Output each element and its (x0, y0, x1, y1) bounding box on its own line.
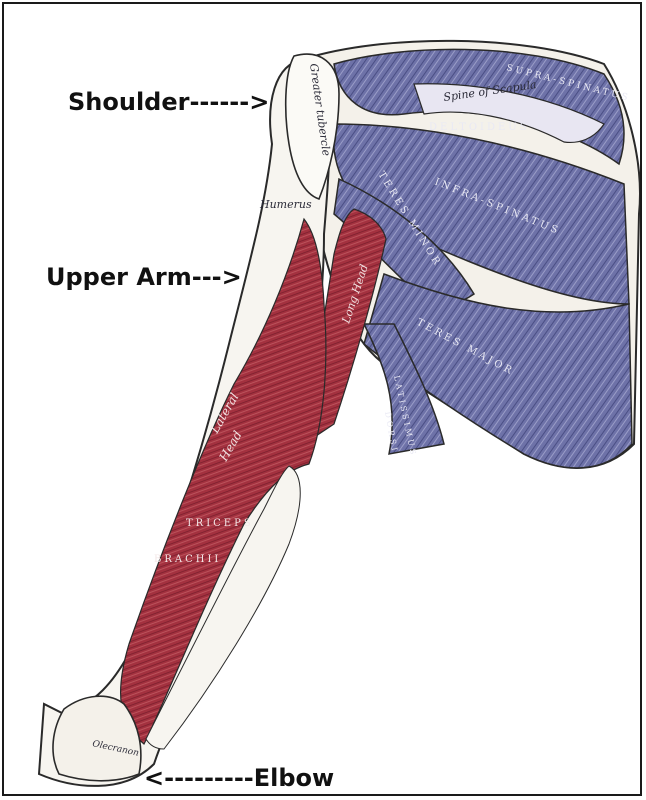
arm-anatomy-illustration: Greater tubercle Humerus Spine of Scapul… (4, 4, 642, 796)
elbow-callout: <---------Elbow (144, 766, 334, 790)
brachii-label: BRACHII (154, 554, 221, 565)
deltoideus-label: DELTOIDEUS (429, 122, 530, 133)
upper-arm-callout: Upper Arm---> (46, 265, 242, 289)
shoulder-callout: Shoulder------> (68, 90, 269, 114)
triceps-label: TRICEPS (186, 518, 254, 529)
humerus-label: Humerus (259, 198, 312, 211)
olecranon (53, 696, 141, 781)
